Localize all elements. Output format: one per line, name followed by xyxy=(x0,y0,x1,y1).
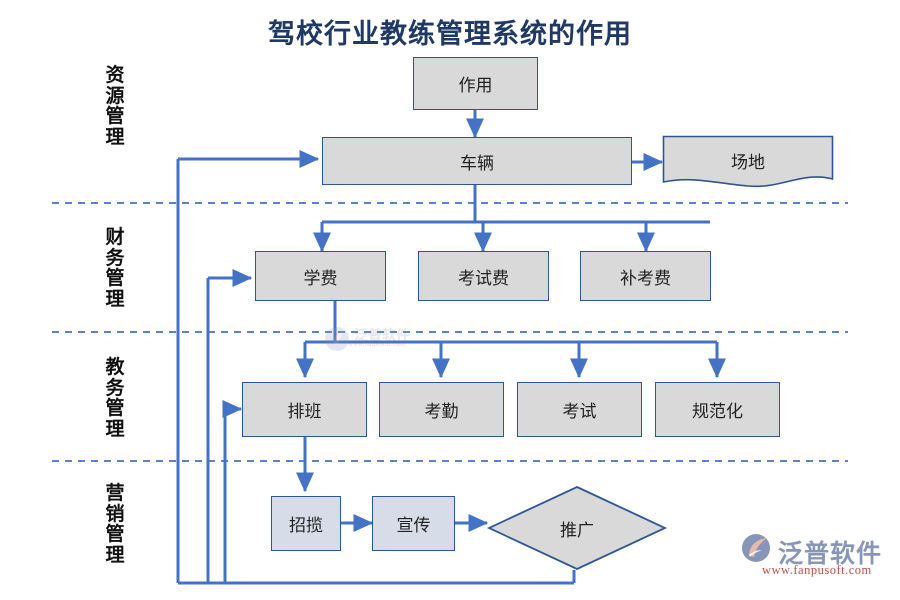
document-shape xyxy=(662,135,834,188)
fanpu-logo-icon xyxy=(742,534,770,562)
node-exam-fee[interactable]: 考试费 xyxy=(418,251,549,301)
watermark-logo-icon xyxy=(325,327,349,351)
lane-label-marketing: 营销管理 xyxy=(105,483,125,566)
node-retake-fee[interactable]: 补考费 xyxy=(580,251,711,301)
node-exam-fee-label: 考试费 xyxy=(458,268,509,288)
node-retake-fee-label: 补考费 xyxy=(620,268,671,288)
node-attendance-label: 考勤 xyxy=(424,402,459,421)
logo-url: www.fanpusoft.com xyxy=(762,563,872,577)
brand-logo: 泛普软件 www.fanpusoft.com xyxy=(734,532,884,586)
node-exam-label: 考试 xyxy=(562,402,597,421)
node-attendance[interactable]: 考勤 xyxy=(379,382,504,437)
node-root[interactable]: 作用 xyxy=(413,57,538,110)
page-title: 驾校行业教练管理系统的作用 xyxy=(268,19,632,49)
node-tuition-label: 学费 xyxy=(303,268,338,288)
node-recruit-label: 招揽 xyxy=(289,516,323,535)
node-venue[interactable]: 场地 xyxy=(662,135,834,193)
lane-label-resource: 资源管理 xyxy=(105,65,125,148)
node-schedule-label: 排班 xyxy=(287,402,322,421)
node-standard-label: 规范化 xyxy=(692,402,743,421)
center-watermark: 泛普软件 www.fanpusoft.com xyxy=(322,325,432,355)
node-tuition[interactable]: 学费 xyxy=(255,251,386,301)
node-marketing-label: 推广 xyxy=(560,520,594,540)
node-vehicle[interactable]: 车辆 xyxy=(322,137,632,185)
node-exam[interactable]: 考试 xyxy=(517,382,642,437)
node-venue-label: 场地 xyxy=(731,152,765,172)
node-standard[interactable]: 规范化 xyxy=(655,382,780,437)
lane-label-academic: 教务管理 xyxy=(105,357,125,440)
watermark-company: 泛普软件 xyxy=(354,329,410,344)
node-root-label: 作用 xyxy=(458,76,493,95)
watermark-url: www.fanpusoft.com xyxy=(348,340,405,348)
node-marketing[interactable]: 推广 xyxy=(487,485,667,571)
node-schedule[interactable]: 排班 xyxy=(242,382,367,437)
node-recruit[interactable]: 招揽 xyxy=(271,496,341,551)
node-promote-label: 宣传 xyxy=(396,516,431,535)
node-vehicle-label: 车辆 xyxy=(460,153,494,173)
diamond-shape xyxy=(487,486,667,570)
logo-company-name: 泛普软件 xyxy=(778,541,883,568)
node-promote[interactable]: 宣传 xyxy=(372,496,455,551)
lane-label-finance: 财务管理 xyxy=(105,227,125,310)
